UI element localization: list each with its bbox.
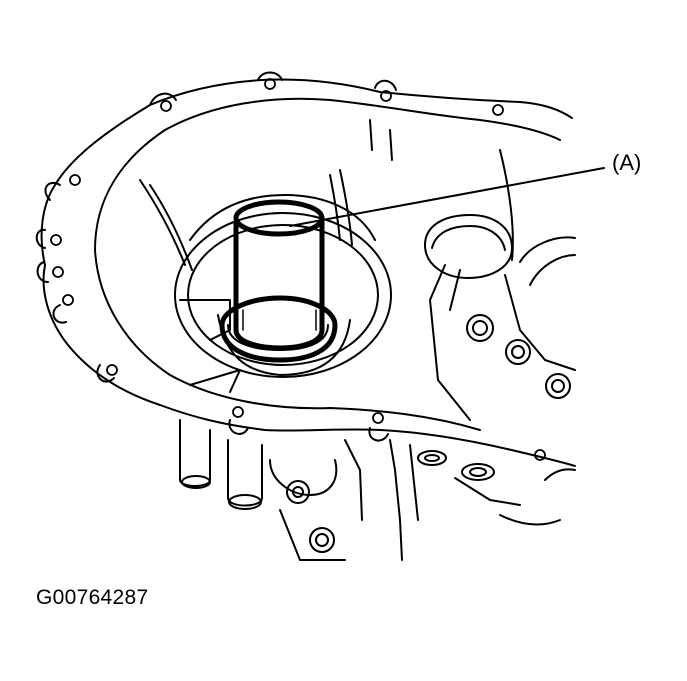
flange-bolt-bosses: [37, 73, 396, 441]
case-flange-outer: [42, 80, 575, 467]
callout-label-a: (A): [612, 150, 642, 175]
special-tool-a: [222, 202, 335, 360]
figure-id: G00764287: [36, 586, 149, 609]
bearing-bore: [175, 195, 391, 377]
lower-case-details: [180, 420, 575, 560]
case-ribs: [140, 120, 513, 392]
callout-leader-line: [290, 168, 604, 226]
housing-bolt-holes: [467, 315, 570, 398]
case-flange-inner: [95, 99, 560, 430]
adjacent-housing: [425, 215, 575, 420]
flange-bolt-holes: [51, 79, 545, 460]
